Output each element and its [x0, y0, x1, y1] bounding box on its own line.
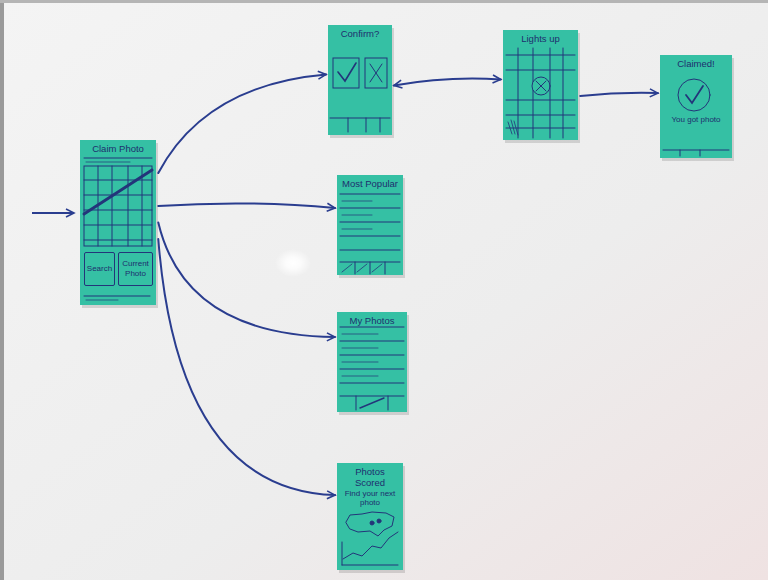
- screen-note: My Photos: [337, 312, 407, 412]
- screen-title: Search: [87, 264, 112, 274]
- screen-title: Photos Scored: [339, 466, 401, 489]
- screen-title: Confirm?: [341, 28, 380, 39]
- screen-title: Current Photo: [120, 259, 151, 278]
- flow-arrow: [158, 239, 335, 495]
- screen-title: Claimed!: [677, 58, 715, 69]
- screen-title: Claim Photo: [92, 143, 144, 154]
- flow-arrow: [158, 75, 326, 174]
- screen-title: Lights up: [521, 33, 560, 44]
- button-box: Search: [84, 252, 115, 286]
- screen-note: Confirm?: [328, 25, 392, 135]
- screen-text: Find your next photo: [339, 489, 401, 508]
- screen-note: Claim PhotoSearch Current Photo: [80, 140, 156, 305]
- flow-arrow: [158, 203, 335, 208]
- screen-title: Most Popular: [342, 178, 398, 189]
- screen-note: Claimed! You got photo: [660, 55, 732, 158]
- screen-title: My Photos: [350, 315, 395, 326]
- flow-arrow: [158, 223, 335, 338]
- button-box: Current Photo: [118, 252, 153, 286]
- screen-note: Most Popular: [337, 175, 403, 275]
- flow-arrow: [580, 93, 658, 96]
- screen-note: Lights up: [503, 30, 578, 140]
- screen-text: You got photo: [671, 115, 720, 125]
- screen-note: Photos ScoredFind your next photo: [337, 463, 403, 570]
- flow-arrow: [394, 79, 501, 86]
